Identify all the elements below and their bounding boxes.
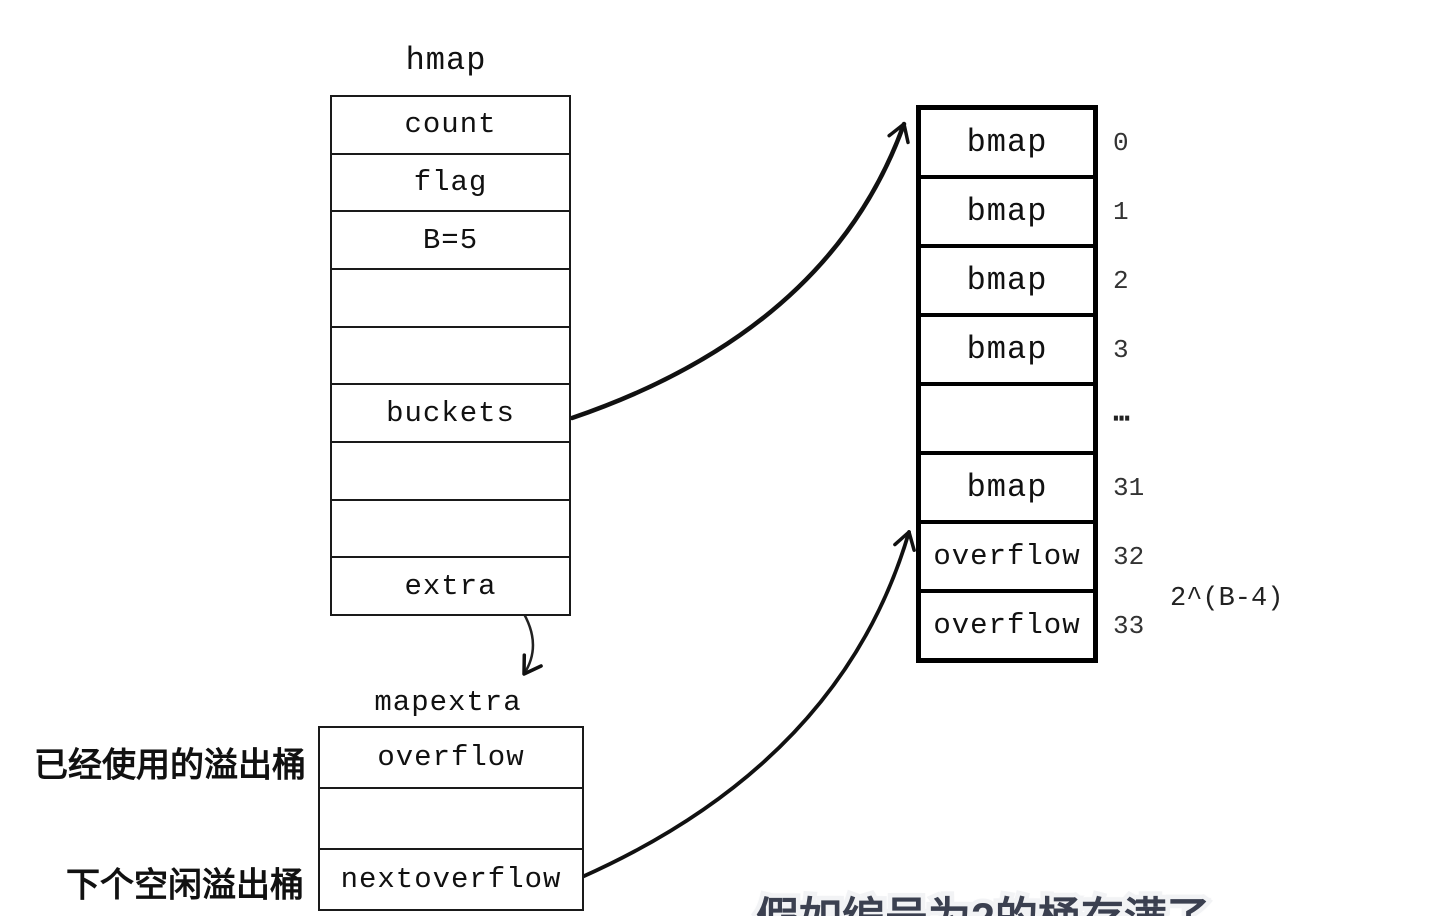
bucket-row: bmap 1 — [921, 179, 1129, 248]
hmap-title: hmap — [405, 42, 487, 79]
bucket-row-label: overflow — [933, 540, 1081, 573]
hmap-cell-b: B=5 — [332, 212, 569, 271]
bucket-row-index: 33 — [1113, 610, 1145, 641]
bucket-count-note: 2^(B-4) — [1170, 584, 1284, 614]
hmap-cell-empty-1 — [332, 270, 569, 328]
bucket-row: overflow 32 — [921, 524, 1144, 593]
hmap-cell-buckets: buckets — [332, 385, 569, 444]
bucket-row-label: bmap — [966, 469, 1048, 506]
mapextra-cell-nextoverflow: nextoverflow — [340, 863, 562, 896]
hmap-cell-empty-4 — [332, 501, 569, 559]
bucket-row-label: overflow — [933, 609, 1081, 642]
bucket-row-label: bmap — [966, 193, 1048, 230]
bucket-row: bmap 2 — [921, 248, 1129, 317]
mapextra-cell-empty — [320, 789, 582, 850]
bucket-row-label: bmap — [966, 331, 1048, 368]
nextoverflow-to-overflow-arrow — [580, 530, 916, 879]
bucket-row-label: bmap — [966, 124, 1048, 161]
bucket-row-index: 31 — [1113, 472, 1145, 503]
mapextra-struct: overflow nextoverflow — [318, 726, 584, 911]
hmap-cell-count: count — [332, 97, 569, 155]
video-subtitle-outline: 假如编号为2的桶存满了 — [752, 884, 1215, 916]
bucket-row-index: 1 — [1113, 196, 1129, 227]
bucket-row: bmap 31 — [921, 455, 1144, 524]
used-overflow-label: 已经使用的溢出桶 — [34, 747, 306, 785]
hmap-cell-extra: extra — [404, 569, 497, 603]
mapextra-title: mapextra — [374, 686, 522, 719]
bucket-row-index: ⋯ — [1113, 405, 1130, 436]
hmap-cell-empty-3 — [332, 443, 569, 501]
video-subtitle-text: 假如编号为2的桶存满了 — [756, 884, 1210, 916]
buckets-to-bmap-arrow — [569, 121, 910, 421]
hmap-cell-flag: flag — [332, 155, 569, 213]
bucket-row-index: 0 — [1113, 127, 1129, 158]
bucket-row: overflow 33 — [921, 593, 1144, 658]
bucket-row-index: 32 — [1113, 541, 1145, 572]
buckets-array: bmap 0 bmap 1 bmap 2 bmap 3 ⋯ bmap 31 ov… — [916, 105, 1144, 663]
bucket-row-label: bmap — [966, 262, 1048, 299]
bucket-row: ⋯ — [921, 386, 1130, 455]
next-free-overflow-label: 下个空闲溢出桶 — [66, 867, 304, 905]
bucket-row-index: 3 — [1113, 334, 1129, 365]
bucket-row: bmap 3 — [921, 317, 1129, 386]
mapextra-cell-overflow: overflow — [320, 728, 582, 789]
hmap-struct: count flag B=5 buckets extra — [330, 95, 571, 616]
bucket-row: bmap 0 — [921, 110, 1129, 179]
bucket-row-index: 2 — [1113, 265, 1129, 296]
hmap-cell-empty-2 — [332, 328, 569, 386]
